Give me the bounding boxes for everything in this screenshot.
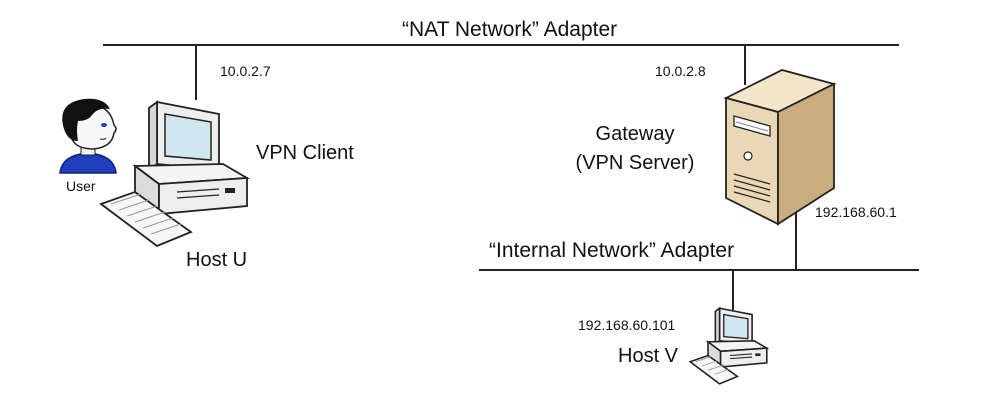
host-u-name-label: Host U [186, 249, 248, 271]
host-v-ip-label: 192.168.60.101 [578, 317, 676, 333]
gateway-name-label: Gateway [595, 123, 675, 145]
host-v-internal-link [732, 270, 734, 310]
internal-network-line [479, 269, 919, 271]
user-avatar-icon [59, 98, 117, 174]
internal-network-label: “Internal Network” Adapter [489, 239, 735, 262]
host-u-ip-label: 10.0.2.7 [220, 63, 271, 79]
host-u-nat-link [195, 45, 197, 100]
host-u-computer-icon [99, 100, 250, 248]
gateway-server-icon [723, 69, 837, 226]
gateway-nat-ip-label: 10.0.2.8 [655, 63, 706, 79]
host-v-computer-icon [688, 306, 770, 385]
gateway-nat-link [744, 45, 746, 85]
gateway-internal-link [795, 205, 797, 270]
nat-network-label: “NAT Network” Adapter [402, 18, 618, 41]
host-u-role-label: VPN Client [256, 142, 354, 164]
gateway-internal-ip-label: 192.168.60.1 [815, 204, 897, 220]
gateway-role-label: (VPN Server) [575, 152, 695, 174]
nat-network-line [103, 44, 899, 46]
host-v-name-label: Host V [618, 345, 679, 367]
user-label: User [66, 178, 96, 194]
